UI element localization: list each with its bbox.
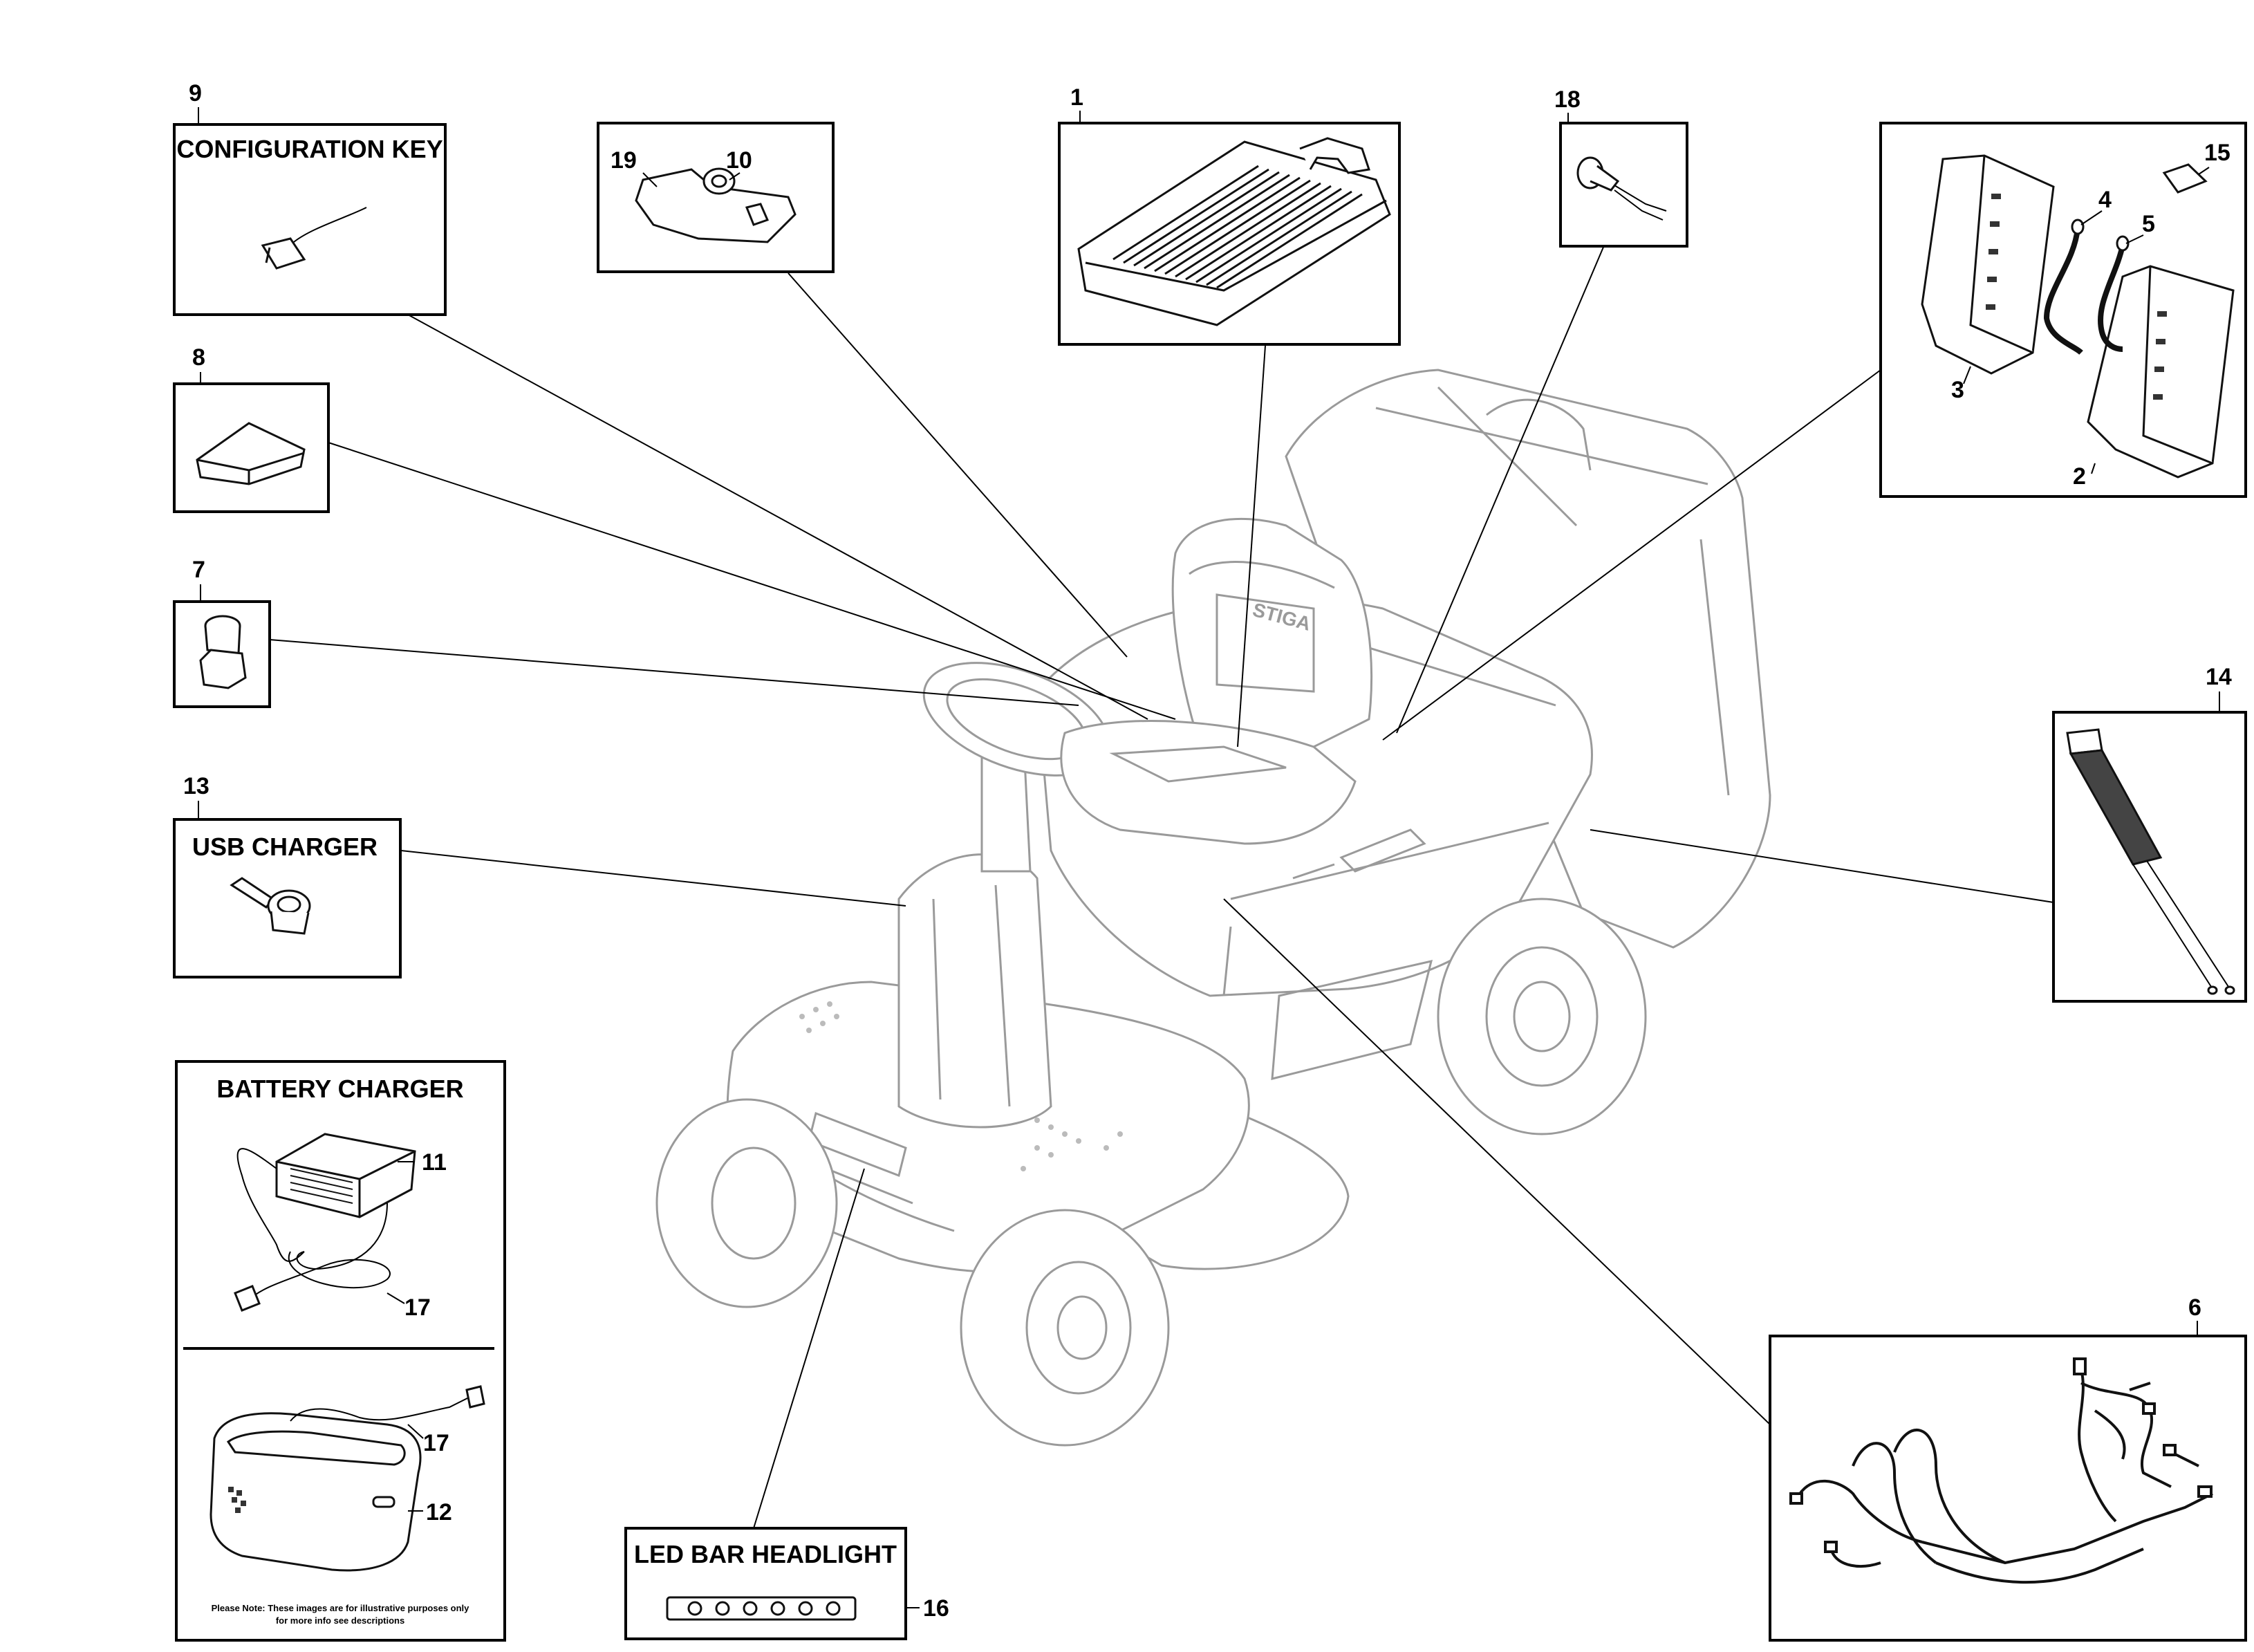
battery-charger-title: BATTERY CHARGER [216,1075,463,1103]
leader-lines [269,245,2054,1529]
led-bar-headlight-title: LED BAR HEADLIGHT [634,1540,897,1568]
callout-number-3: 3 [1951,377,1964,403]
callout-number-8: 8 [192,344,205,371]
callout-number-16: 16 [923,1595,949,1622]
battery-callout: 1 [1058,84,1401,346]
callout-number-1: 1 [1070,84,1083,111]
ride-on-mower-icon: STIGA [655,369,1771,1447]
battery-charger-callout: BATTERY CHARGER 11 17 17 12 [175,1060,506,1642]
disclaimer-note-line2: for more info see descriptions [276,1615,404,1626]
callout-number-4: 4 [2098,187,2112,213]
callout-number-9: 9 [189,80,202,106]
disclaimer-note-line1: Please Note: These images are for illust… [212,1603,470,1613]
callout-number-17b: 17 [423,1430,449,1456]
configuration-key-box [173,123,447,316]
battery-pack-icon [1077,137,1391,326]
callout-number-6: 6 [2188,1294,2201,1321]
control-module-callout: 19 10 [597,122,835,273]
fuse-icon [2162,163,2210,194]
control-module-icon [635,167,797,243]
callout-number-15: 15 [2204,140,2230,166]
callout-number-17a: 17 [404,1294,431,1321]
callout-number-5: 5 [2142,211,2155,237]
callout-number-2: 2 [2073,463,2086,490]
callout-number-18: 18 [1554,86,1581,113]
charging-dock-icon [209,1385,485,1572]
callout-number-12: 12 [426,1499,452,1525]
wiring-harness-box [1769,1335,2247,1642]
battery-charger-icon [234,1133,416,1312]
callout-number-10: 10 [726,147,752,174]
configuration-key-title: CONFIGURATION KEY [176,135,443,163]
led-headlight-icon [666,1596,857,1621]
controllers-callout: 15 4 5 3 2 [1879,122,2247,498]
led-bar-headlight-callout: LED BAR HEADLIGHT 16 [624,1527,949,1640]
wiring-harness-icon [1789,1357,2213,1584]
electronic-module-icon [196,422,306,485]
usb-charger-title: USB CHARGER [192,833,378,861]
callout-number-7: 7 [192,557,205,583]
seat-sensor-icon [1576,156,1667,221]
callout-number-19: 19 [611,147,637,174]
ignition-switch-callout: 7 [173,557,271,708]
ignition-switch-icon [199,615,247,689]
callout-number-13: 13 [183,773,209,799]
wiring-harness-callout: 6 [1769,1294,2247,1642]
callout-number-11: 11 [422,1149,447,1176]
led-strip-icon [2066,728,2235,995]
sensor-box [1559,122,1688,248]
sensor-callout: 18 [1554,86,1688,248]
usb-charger-callout: 13 USB CHARGER [173,773,402,978]
configuration-key-callout: 9 CONFIGURATION KEY [173,80,447,316]
electronic-module-callout: 8 [173,344,330,513]
callout-number-14: 14 [2206,664,2232,690]
controller-board-icon [1921,154,2235,479]
cable-icon [2043,210,2144,355]
led-strip-callout: 14 [2052,664,2247,1003]
usb-charger-icon [230,877,311,935]
configuration-key-icon [261,207,367,270]
